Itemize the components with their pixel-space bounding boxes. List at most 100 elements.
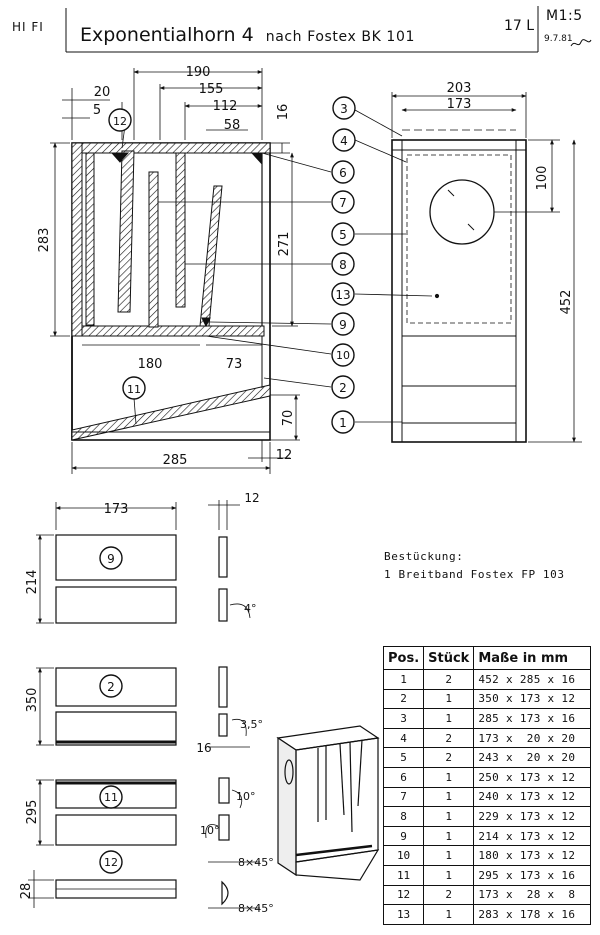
notes: Bestückung: 1 Breitband Fostex FP 103 [384, 548, 565, 584]
edge-profile-dims [205, 500, 260, 909]
cell-pos: 3 [382, 708, 425, 729]
cell-count: 1 [423, 825, 475, 847]
side-section-view [71, 142, 271, 441]
cell-count: 1 [423, 708, 475, 729]
scale-label: M1:5 [546, 8, 583, 24]
svg-text:1: 1 [339, 416, 347, 430]
cell-size: 295 x 173 x 16 [473, 864, 592, 886]
dim-70: 70 [281, 410, 296, 427]
part-2-board-bottom [55, 711, 177, 746]
cell-pos: 11 [382, 864, 425, 886]
callout-5: 5 [331, 222, 355, 246]
cell-size: 250 x 173 x 12 [473, 766, 592, 788]
cell-pos: 2 [382, 688, 425, 710]
callout-11: 11 [122, 376, 146, 400]
drawing-title: Exponentialhorn 4 nach Fostex BK 101 [80, 24, 415, 46]
parts-table-header: Pos. Stück Maße in mm [382, 646, 592, 670]
cell-pos: 12 [382, 884, 425, 906]
svg-text:8: 8 [339, 258, 347, 272]
title-main: Exponentialhorn 4 [80, 24, 254, 46]
dim-214: 214 [25, 570, 40, 595]
cell-count: 2 [423, 727, 475, 749]
dim-180: 180 [138, 357, 163, 372]
cell-pos: 8 [382, 806, 425, 827]
edge-profiles [218, 536, 230, 906]
part-callout-12: 12 [99, 850, 123, 874]
svg-text:6: 6 [339, 166, 347, 180]
notes-line-1: 1 Breitband Fostex FP 103 [384, 568, 565, 581]
cell-pos: 7 [382, 786, 425, 808]
svg-text:11: 11 [127, 383, 141, 396]
callouts: 3 4 6 7 5 8 13 9 10 2 1 11 12 [108, 96, 356, 434]
dim-155: 155 [199, 82, 224, 97]
isometric-sketch [276, 725, 380, 881]
cell-count: 1 [423, 864, 475, 886]
cell-size: 173 x 20 x 20 [473, 727, 592, 749]
volume-label: 17 L [504, 18, 535, 34]
part-9-board-bottom [55, 586, 177, 624]
dim-285: 285 [163, 453, 188, 468]
side-view-dimension-lines [50, 68, 300, 474]
callout-3: 3 [332, 96, 356, 120]
cell-count: 1 [423, 806, 475, 827]
cell-size: 180 x 173 x 12 [473, 845, 592, 866]
part-2-board-top [55, 667, 177, 707]
notes-heading: Bestückung: [384, 550, 464, 563]
callout-2: 2 [331, 375, 355, 399]
chamfer-2: 8×45° [238, 902, 274, 915]
svg-text:9: 9 [107, 552, 115, 566]
dim-58: 58 [224, 118, 241, 133]
dim-12: 12 [276, 448, 293, 463]
svg-text:4: 4 [340, 134, 348, 148]
part-11-board-bottom [55, 814, 177, 846]
front-view [391, 139, 527, 443]
cell-count: 2 [423, 884, 475, 906]
svg-text:2: 2 [107, 680, 115, 694]
dim-173-bottom: 173 [104, 502, 129, 517]
part-callout-2: 2 [99, 674, 123, 698]
dim-203: 203 [447, 81, 472, 96]
side-view-dimension-labels: 190 155 112 20 5 58 16 283 271 180 73 70… [37, 65, 296, 468]
cell-size: 350 x 173 x 12 [473, 688, 592, 710]
svg-text:12: 12 [113, 115, 127, 128]
dim-28: 28 [19, 883, 34, 900]
callout-9: 9 [331, 312, 355, 336]
col-dimensions: Maße in mm [473, 646, 592, 670]
cell-pos: 6 [382, 766, 425, 788]
dim-173: 173 [447, 97, 472, 112]
cell-size: 283 x 178 x 16 [473, 904, 592, 925]
callout-7: 7 [331, 190, 355, 214]
part-callout-9: 9 [99, 546, 123, 570]
callout-8: 8 [331, 252, 355, 276]
cell-count: 1 [423, 904, 475, 925]
cell-pos: 4 [382, 727, 425, 749]
dim-100: 100 [535, 166, 550, 191]
chamfer-1: 8×45° [238, 856, 274, 869]
cell-count: 1 [423, 766, 475, 788]
cell-count: 1 [423, 786, 475, 808]
svg-text:9: 9 [339, 318, 347, 332]
dim-12-edge: 12 [244, 491, 259, 505]
dim-112: 112 [213, 99, 238, 114]
callout-6: 6 [331, 160, 355, 184]
dim-283: 283 [37, 228, 52, 253]
header-frame [65, 6, 539, 53]
cell-pos: 5 [382, 747, 425, 768]
callout-1: 1 [331, 410, 355, 434]
svg-text:12: 12 [104, 856, 118, 869]
col-pos: Pos. [382, 646, 425, 670]
edge-profile-labels: 12 16 4° 3,5° 10° 10° 8×45° 8×45° [196, 491, 273, 915]
title-sub: nach Fostex BK 101 [265, 29, 415, 45]
cell-size: 229 x 173 x 12 [473, 806, 592, 827]
front-view-dimension-lines [391, 92, 582, 443]
cell-count: 1 [423, 688, 475, 710]
cell-size: 173 x 28 x 8 [473, 884, 592, 906]
svg-text:13: 13 [335, 288, 350, 302]
